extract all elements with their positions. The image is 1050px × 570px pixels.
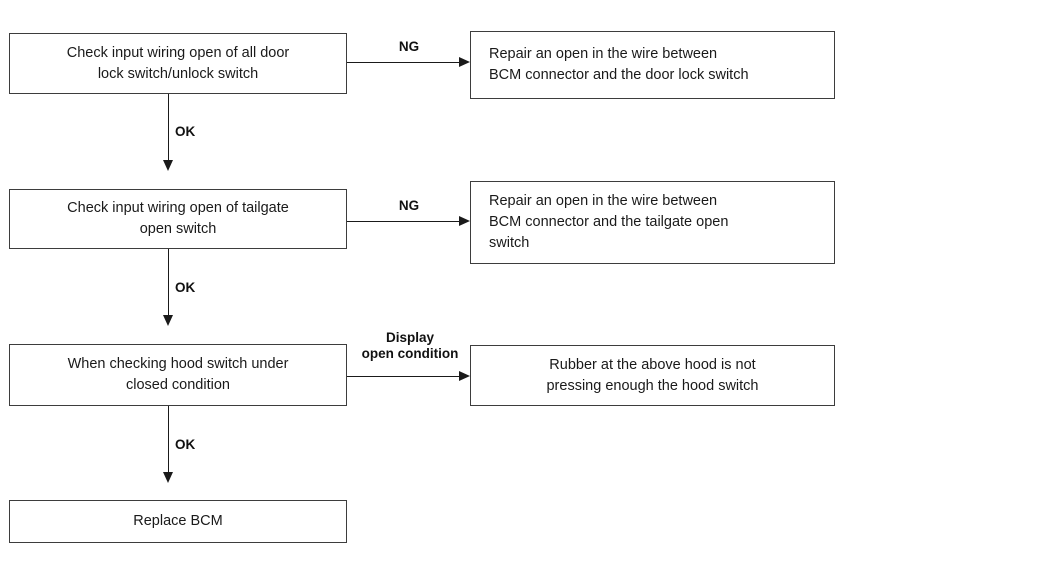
node-door-lock-check: Check input wiring open of all door lock… (9, 33, 347, 94)
edge-label-ok-1: OK (175, 124, 196, 139)
arrow-down-icon-3 (163, 472, 173, 483)
node-tailgate-check: Check input wiring open of tailgate open… (9, 189, 347, 249)
edge-label-ok-3: OK (175, 437, 196, 452)
arrow-right-icon-2 (459, 216, 470, 226)
node-hood-check: When checking hood switch under closed c… (9, 344, 347, 406)
arrow-down-icon-1 (163, 160, 173, 171)
edge-label-ng-1: NG (398, 39, 420, 54)
arrow-right-icon-1 (459, 57, 470, 67)
edge-label-ng-2: NG (398, 198, 420, 213)
connector-line-ok-1 (168, 94, 169, 160)
node-rubber-hood-switch: Rubber at the above hood is not pressing… (470, 345, 835, 406)
arrow-down-icon-2 (163, 315, 173, 326)
edge-label-display-open-condition: Display open condition (361, 330, 459, 361)
arrow-right-icon-3 (459, 371, 470, 381)
node-replace-bcm: Replace BCM (9, 500, 347, 543)
connector-line-ng-2 (347, 221, 460, 222)
connector-line-ok-3 (168, 406, 169, 472)
node-repair-door-lock-wire: Repair an open in the wire between BCM c… (470, 31, 835, 99)
connector-line-display-3 (347, 376, 460, 377)
connector-line-ok-2 (168, 249, 169, 315)
node-repair-tailgate-wire: Repair an open in the wire between BCM c… (470, 181, 835, 264)
edge-label-ok-2: OK (175, 280, 196, 295)
connector-line-ng-1 (347, 62, 460, 63)
